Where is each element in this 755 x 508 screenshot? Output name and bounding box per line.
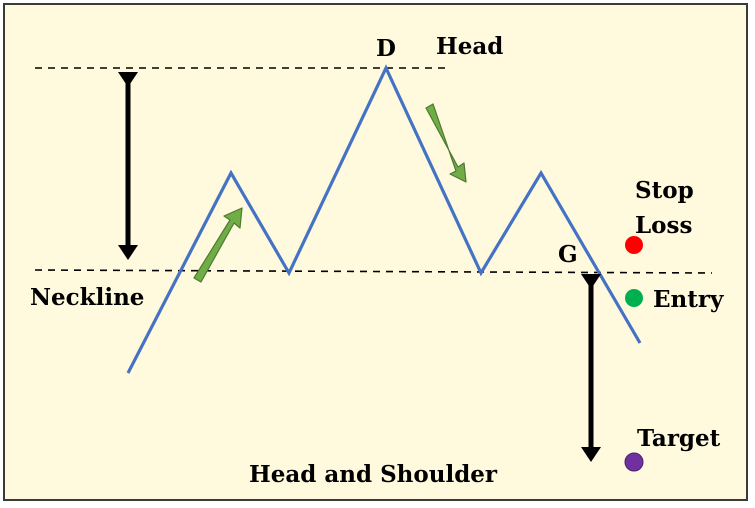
uptrend-arrow-icon: [193, 207, 243, 283]
loss-label: Loss: [635, 212, 693, 239]
breakout-label: G: [558, 241, 578, 268]
entry-dot-icon: [625, 289, 643, 307]
neckline-label: Neckline: [30, 284, 145, 311]
stop-loss-dot-icon: [625, 236, 643, 254]
neckline-line: [34, 269, 713, 274]
diagram-title: Head and Shoulder: [249, 461, 498, 488]
target-label: Target: [637, 425, 721, 452]
price-line: [126, 64, 642, 374]
downtrend-arrow-icon: [425, 103, 467, 183]
head-label: Head: [436, 33, 504, 60]
stop-label: Stop: [635, 177, 694, 204]
peak-label: D: [376, 35, 396, 62]
target-dot-icon: [624, 452, 644, 472]
entry-label: Entry: [653, 286, 724, 313]
